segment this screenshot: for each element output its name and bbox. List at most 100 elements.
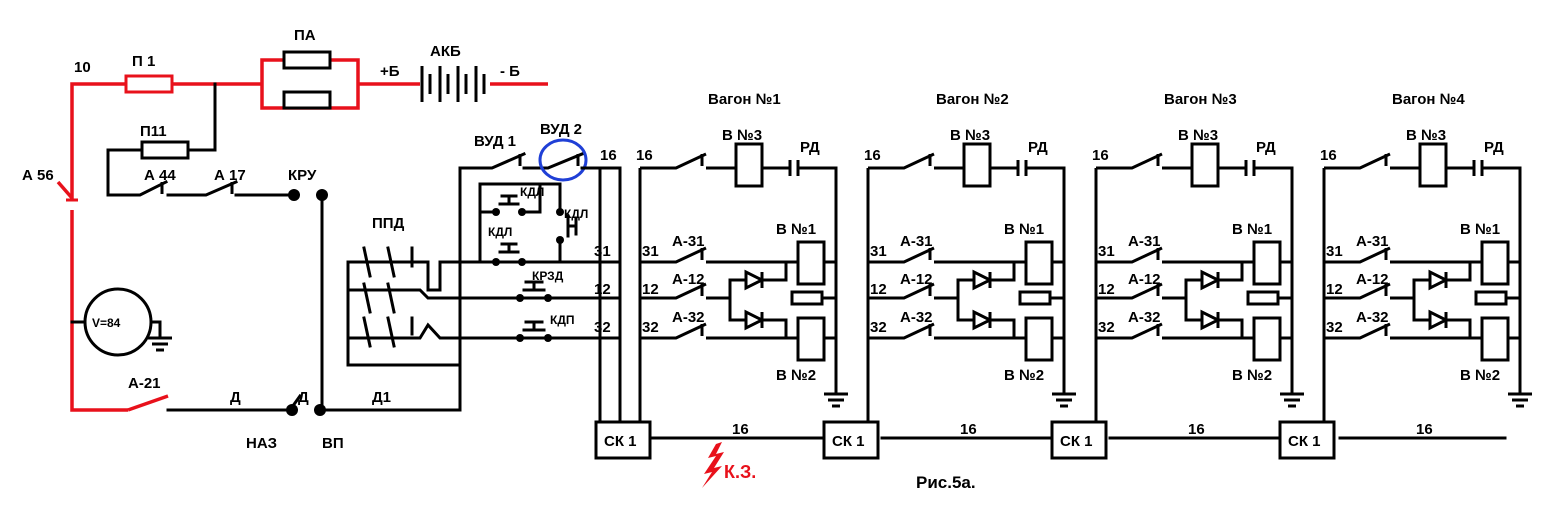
label-a12: А-12 <box>1356 271 1389 288</box>
relay-v2 <box>1024 316 1054 362</box>
label-a32: А-32 <box>672 309 705 326</box>
label-v3: В №3 <box>950 127 990 144</box>
label-a21: А-21 <box>128 375 161 392</box>
label-fuse-p11: П11 <box>140 123 167 140</box>
label-d1: Д1 <box>372 389 391 406</box>
relay-v3 <box>1418 142 1448 188</box>
wagon-title: Вагон №4 <box>1392 91 1465 108</box>
label-32: 32 <box>642 319 659 336</box>
label-rd: РД <box>1028 139 1048 156</box>
label-plus-b: +Б <box>380 63 400 80</box>
label-kdl-3: КДЛ <box>488 225 512 239</box>
label-wire-16: 16 <box>636 147 653 164</box>
label-kdp: КДП <box>550 313 575 327</box>
label-ppd: ППД <box>372 215 405 232</box>
wagon-title: Вагон №3 <box>1164 91 1237 108</box>
relay-v1 <box>1252 240 1282 286</box>
diode-icon <box>1200 269 1222 291</box>
label-v2: В №2 <box>776 367 816 384</box>
fuse-pa-lower <box>282 90 332 110</box>
resistor <box>1474 290 1508 306</box>
label-wire-16: 16 <box>600 147 617 164</box>
label-krzd: КРЗД <box>532 269 564 283</box>
label-vud2: ВУД 2 <box>540 121 582 138</box>
label-wire-16: 16 <box>1092 147 1109 164</box>
label-a56: А 56 <box>22 167 54 184</box>
label-32: 32 <box>1098 319 1115 336</box>
label-wire-16: 16 <box>864 147 881 164</box>
label-31: 31 <box>870 243 887 260</box>
diode-icon <box>972 269 994 291</box>
label-a12: А-12 <box>1128 271 1161 288</box>
relay-v1 <box>796 240 826 286</box>
sk-box <box>594 420 652 460</box>
label-a31: А-31 <box>900 233 933 250</box>
label-wire-32: 32 <box>594 319 611 336</box>
kru-contact-left <box>288 189 300 201</box>
vud2-highlight <box>538 138 588 182</box>
figure-caption: Рис.5а. <box>916 473 976 492</box>
label-v1: В №1 <box>1460 221 1500 238</box>
label-sk: СК 1 <box>1288 433 1321 450</box>
wagon-layer: Вагон №1 В №3 РД 16 В №1 В №2 А-31А-12А-32 31 12… <box>594 91 1532 460</box>
label-a12: А-12 <box>900 271 933 288</box>
label-a44: А 44 <box>144 167 176 184</box>
battery <box>420 66 486 102</box>
sk-box <box>1278 420 1336 460</box>
label-12: 12 <box>1326 281 1343 298</box>
relay-v1 <box>1480 240 1510 286</box>
label-d-1: Д <box>230 389 241 406</box>
label-a32: А-32 <box>1128 309 1161 326</box>
label-rd: РД <box>1484 139 1504 156</box>
label-v2: В №2 <box>1232 367 1272 384</box>
label-a31: А-31 <box>1128 233 1161 250</box>
relay-v3 <box>734 142 764 188</box>
label-v1: В №1 <box>776 221 816 238</box>
label-sk: СК 1 <box>832 433 865 450</box>
diode-icon <box>1428 269 1450 291</box>
label-wire-16: 16 <box>1320 147 1337 164</box>
label-wire-31: 31 <box>594 243 611 260</box>
diode-icon <box>744 269 766 291</box>
label-kdl-1: КДЛ <box>520 185 544 199</box>
label-32: 32 <box>870 319 887 336</box>
label-vp: ВП <box>322 435 344 452</box>
fuse-p11 <box>140 140 190 160</box>
wagon-title: Вагон №1 <box>708 91 781 108</box>
label-battery: АКБ <box>430 43 461 60</box>
label-fault: К.З. <box>724 462 756 482</box>
sk-box <box>1050 420 1108 460</box>
a56-switch <box>56 180 74 200</box>
label-31: 31 <box>642 243 659 260</box>
resistor <box>790 290 824 306</box>
label-fuse-p1: П 1 <box>132 53 155 70</box>
label-a17: А 17 <box>214 167 246 184</box>
label-v2: В №2 <box>1004 367 1044 384</box>
fuse-p1 <box>124 74 174 94</box>
label-minus-b: - Б <box>500 63 520 80</box>
label-a32: А-32 <box>1356 309 1389 326</box>
label-vud1: ВУД 1 <box>474 133 516 150</box>
label-rd: РД <box>1256 139 1276 156</box>
a21-switch <box>127 394 169 412</box>
label-12: 12 <box>642 281 659 298</box>
label-sk: СК 1 <box>604 433 637 450</box>
label-a31: А-31 <box>672 233 705 250</box>
label-bus-16: 16 <box>960 421 977 438</box>
label-a12: А-12 <box>672 271 705 288</box>
label-d-2: Д <box>298 389 309 406</box>
label-32: 32 <box>1326 319 1343 336</box>
label-bus-16: 16 <box>732 421 749 438</box>
relay-v2 <box>796 316 826 362</box>
sk-box <box>822 420 880 460</box>
label-12: 12 <box>1098 281 1115 298</box>
label-wire-12: 12 <box>594 281 611 298</box>
label-sk: СК 1 <box>1060 433 1093 450</box>
fuse-pa-upper <box>282 50 332 70</box>
relay-v3 <box>1190 142 1220 188</box>
